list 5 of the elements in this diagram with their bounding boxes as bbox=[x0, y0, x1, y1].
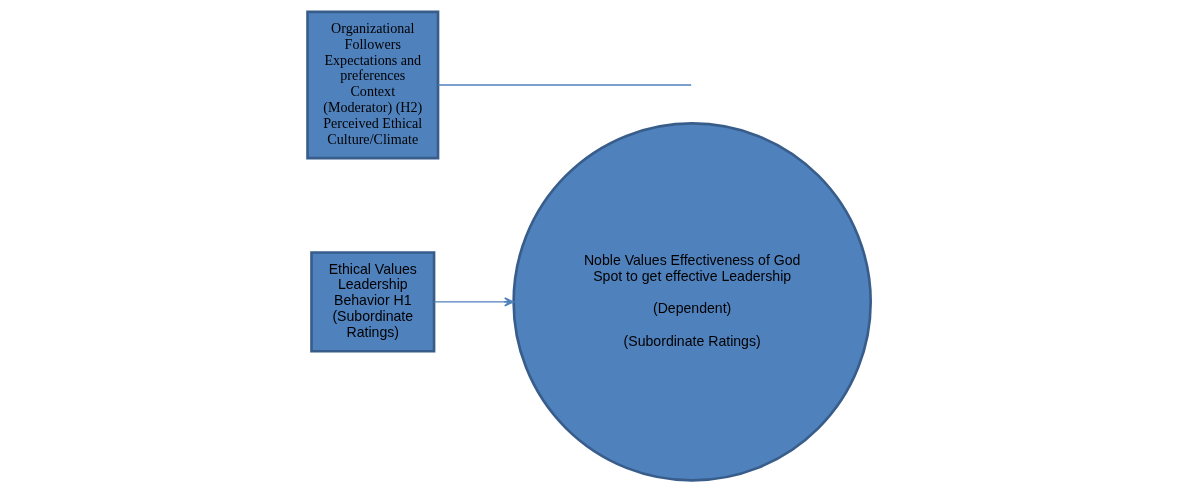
arrow bbox=[433, 297, 515, 307]
node-box: Ethical Values Leadership Behavior H1 (Subordinate Ratings) bbox=[310, 251, 436, 353]
node-box: Organizational Followers Expectations and preferences Context (Moderator) (H2) Perceived Ethical Culture/Climate bbox=[306, 10, 440, 160]
node-circle: Noble Values Effectiveness of God Spot to get effective Leadership (Dependent) (Subordinate Ratings) bbox=[512, 122, 872, 482]
connector bbox=[437, 84, 692, 86]
